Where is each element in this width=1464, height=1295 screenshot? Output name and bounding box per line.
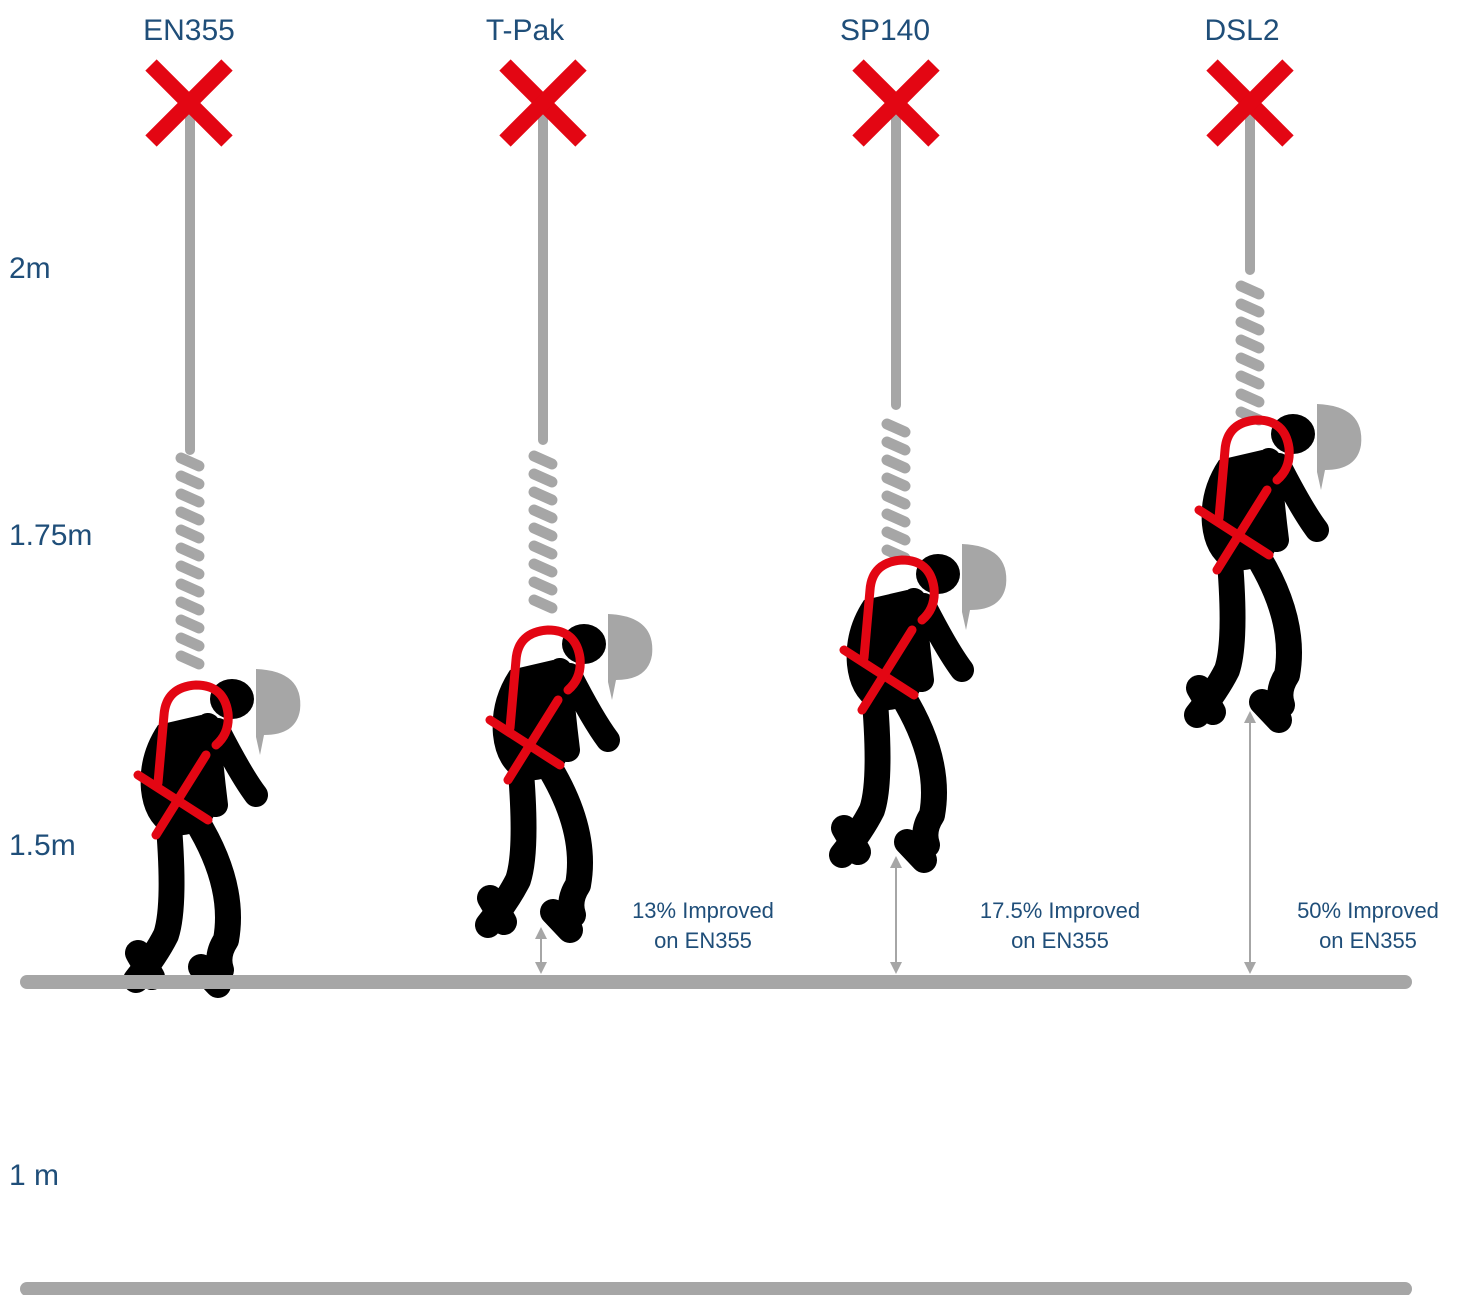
- coil-segment: [181, 512, 199, 520]
- coil-segment: [181, 656, 199, 664]
- coil-segment: [534, 546, 552, 554]
- coil-segment: [534, 510, 552, 518]
- coil-segment: [1241, 286, 1259, 294]
- coil-segment: [534, 492, 552, 500]
- coiled-lanyard-icon: [887, 424, 905, 558]
- suspended-worker-icon: [488, 614, 652, 930]
- coil-segment: [1241, 358, 1259, 366]
- coil-segment: [887, 496, 905, 504]
- product-column-dsl2: 50% Improved on EN355: [1197, 65, 1439, 968]
- coiled-lanyard-icon: [1241, 286, 1259, 420]
- coil-segment: [887, 442, 905, 450]
- coil-segment: [887, 478, 905, 486]
- coil-segment: [181, 620, 199, 628]
- coil-segment: [181, 476, 199, 484]
- height-label-2m: 2m: [9, 252, 51, 285]
- coil-segment: [1241, 322, 1259, 330]
- product-title-sp140: SP140: [840, 14, 930, 47]
- coil-segment: [534, 474, 552, 482]
- coil-segment: [181, 548, 199, 556]
- improvement-line-2: on EN355: [654, 928, 752, 953]
- improvement-line-2: on EN355: [1319, 928, 1417, 953]
- suspended-worker-icon: [1197, 404, 1361, 720]
- coil-segment: [181, 602, 199, 610]
- product-title-en355: EN355: [143, 14, 235, 47]
- improvement-line-2: on EN355: [1011, 928, 1109, 953]
- coil-segment: [181, 584, 199, 592]
- coil-segment: [887, 424, 905, 432]
- coil-segment: [887, 532, 905, 540]
- coiled-lanyard-icon: [181, 458, 199, 664]
- coil-segment: [887, 460, 905, 468]
- coil-segment: [181, 638, 199, 646]
- coiled-lanyard-icon: [534, 456, 552, 608]
- product-column-sp140: 17.5% Improved on EN355: [842, 65, 1140, 968]
- product-title-dsl2: DSL2: [1204, 14, 1279, 47]
- improvement-line-1: 17.5% Improved: [980, 898, 1140, 923]
- coil-segment: [181, 458, 199, 466]
- coil-segment: [181, 566, 199, 574]
- coil-segment: [1241, 376, 1259, 384]
- suspended-worker-icon: [136, 669, 300, 985]
- height-scale: 2m 1.75m 1.5m 1 m: [9, 252, 92, 1192]
- product-column-en355: [136, 65, 300, 985]
- coil-segment: [534, 564, 552, 572]
- improvement-line-1: 50% Improved: [1297, 898, 1439, 923]
- height-label-1-75m: 1.75m: [9, 519, 92, 552]
- coil-segment: [181, 530, 199, 538]
- coil-segment: [534, 528, 552, 536]
- height-label-1m: 1 m: [9, 1159, 59, 1192]
- coil-segment: [887, 514, 905, 522]
- suspended-worker-icon: [842, 544, 1006, 860]
- coil-segment: [534, 582, 552, 590]
- coil-segment: [534, 456, 552, 464]
- improvement-line-1: 13% Improved: [632, 898, 774, 923]
- height-label-1-5m: 1.5m: [9, 829, 76, 862]
- coil-segment: [181, 494, 199, 502]
- product-title-t-pak: T-Pak: [486, 14, 565, 47]
- product-column-t-pak: 13% Improved on EN355: [488, 65, 774, 968]
- coil-segment: [1241, 304, 1259, 312]
- coil-segment: [1241, 394, 1259, 402]
- product-titles: EN355 T-Pak SP140 DSL2: [143, 14, 1279, 47]
- coil-segment: [1241, 340, 1259, 348]
- coil-segment: [534, 600, 552, 608]
